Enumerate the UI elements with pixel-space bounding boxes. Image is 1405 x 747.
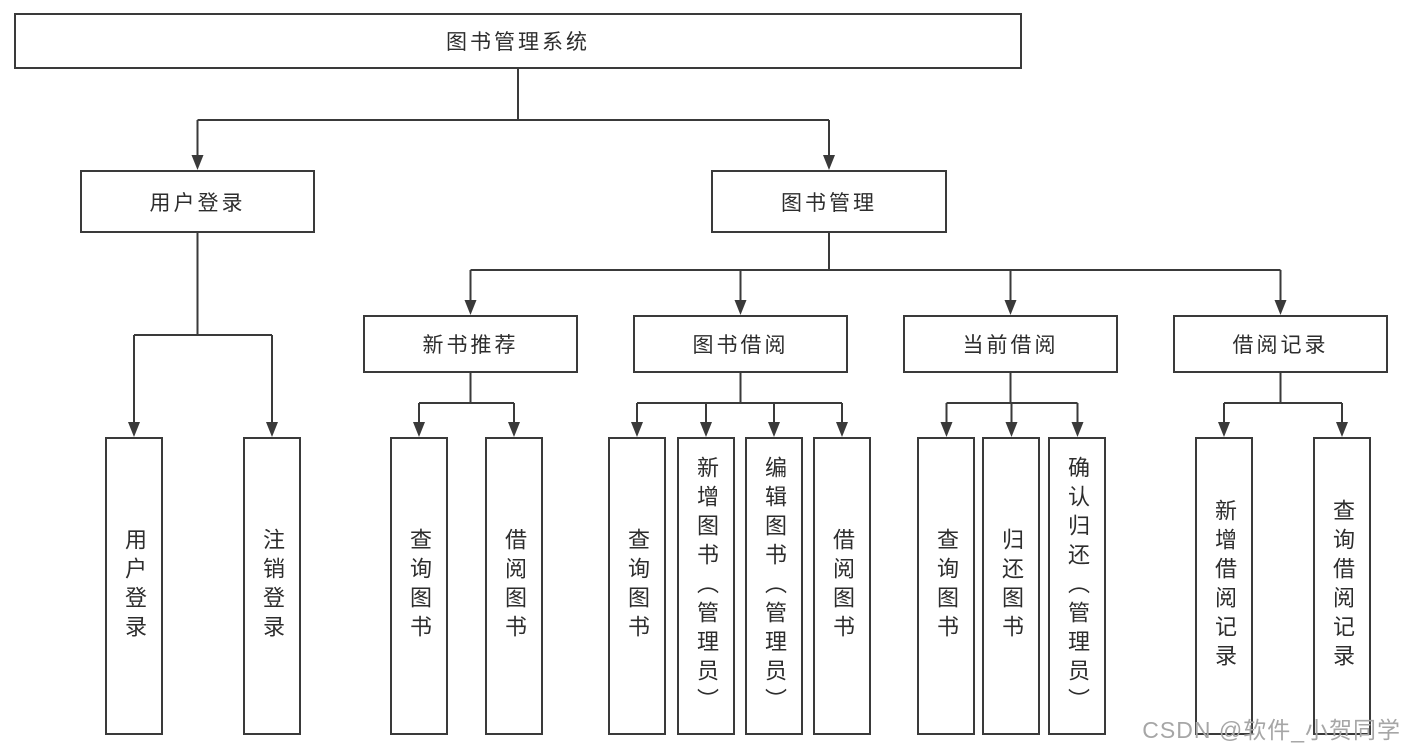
node-library-management-system: 图书管理系统 [14,13,1022,69]
leaf-label: 编辑图书（管理员） [762,455,787,717]
node-borrowing-records: 借阅记录 [1173,315,1388,373]
leaf-label: 归还图书 [999,528,1024,644]
leaf-cb-confirm-return-admin: 确认归还（管理员） [1048,437,1106,735]
node-book-borrowing: 图书借阅 [633,315,848,373]
leaf-label: 用户登录 [122,528,147,644]
node-book-management: 图书管理 [711,170,947,233]
node-current-borrowing: 当前借阅 [903,315,1118,373]
leaf-br-query-record: 查询借阅记录 [1313,437,1371,735]
leaf-bb-edit-books-admin: 编辑图书（管理员） [745,437,803,735]
leaf-br-add-record: 新增借阅记录 [1195,437,1253,735]
arrowheads [128,155,1348,437]
leaf-user-login: 用户登录 [105,437,163,735]
leaf-cb-return-books: 归还图书 [982,437,1040,735]
leaf-nb-query-books: 查询图书 [390,437,448,735]
node-new-book-recommend: 新书推荐 [363,315,578,373]
leaf-label: 新增借阅记录 [1212,499,1237,673]
leaf-label: 查询借阅记录 [1330,499,1355,673]
leaf-label: 借阅图书 [830,528,855,644]
csdn-watermark: CSDN @软件_小贺同学 [1142,717,1401,743]
leaf-nb-borrow-books: 借阅图书 [485,437,543,735]
leaf-bb-query-books: 查询图书 [608,437,666,735]
leaf-label: 确认归还（管理员） [1065,455,1090,717]
node-user-login: 用户登录 [80,170,315,233]
leaf-cb-query-books: 查询图书 [917,437,975,735]
leaf-label: 查询图书 [407,528,432,644]
leaf-label: 借阅图书 [502,528,527,644]
leaf-bb-add-books-admin: 新增图书（管理员） [677,437,735,735]
leaf-label: 查询图书 [934,528,959,644]
leaf-label: 查询图书 [625,528,650,644]
leaf-logout: 注销登录 [243,437,301,735]
leaf-label: 注销登录 [260,528,285,644]
leaf-label: 新增图书（管理员） [694,455,719,717]
leaf-bb-borrow-books: 借阅图书 [813,437,871,735]
